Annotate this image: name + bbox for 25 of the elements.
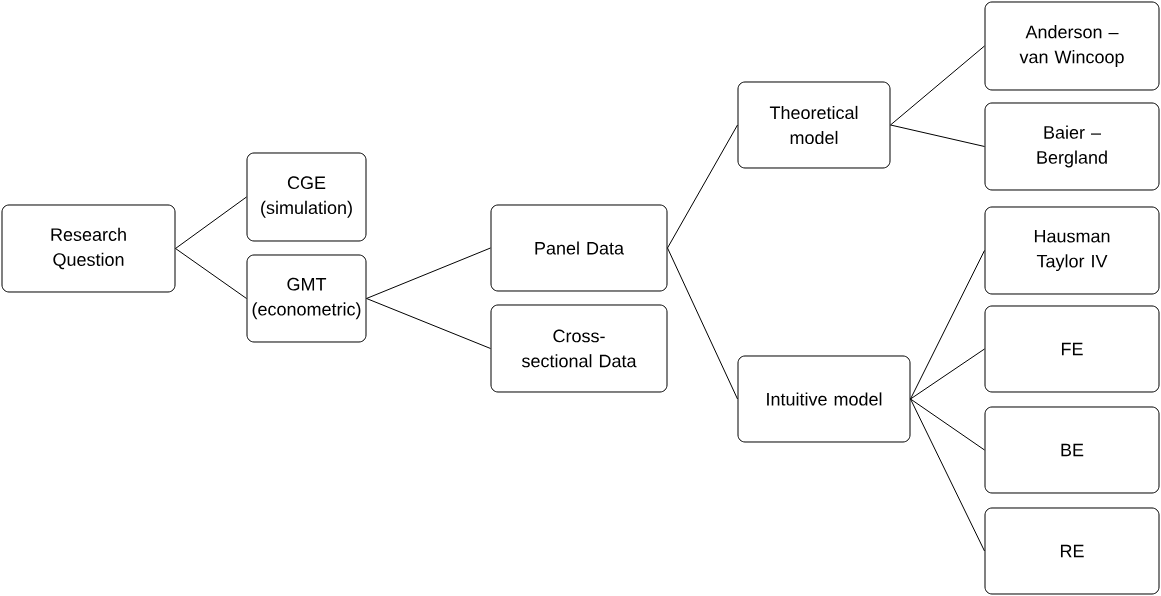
connector-line (366, 247, 491, 299)
process-box: Baier – Bergland (984, 102, 1160, 191)
process-box: Anderson – van Wincoop (984, 1, 1160, 91)
connector-line (910, 398, 985, 552)
connector-line (175, 248, 247, 299)
process-box: Research Question (1, 204, 176, 293)
process-box: Panel Data (490, 204, 668, 292)
process-box: Theoretical model (737, 81, 891, 169)
connector-line (175, 196, 247, 249)
connector-line (667, 247, 738, 400)
connector-line (890, 45, 985, 126)
connector-line (366, 298, 491, 349)
process-box: FE (984, 305, 1160, 393)
process-box: RE (984, 507, 1160, 595)
process-box: CGE (simulation) (246, 152, 367, 242)
connector-line (890, 124, 985, 147)
process-box: Intuitive model (737, 355, 911, 443)
process-box: Hausman Taylor IV (984, 206, 1160, 295)
connector-line (910, 348, 985, 400)
process-box: GMT (econometric) (246, 254, 367, 343)
connector-line (910, 398, 985, 451)
connector-line (667, 124, 738, 249)
process-box: BE (984, 406, 1160, 494)
process-box: Cross-sectional Data (490, 304, 668, 393)
connector-line (910, 250, 985, 400)
